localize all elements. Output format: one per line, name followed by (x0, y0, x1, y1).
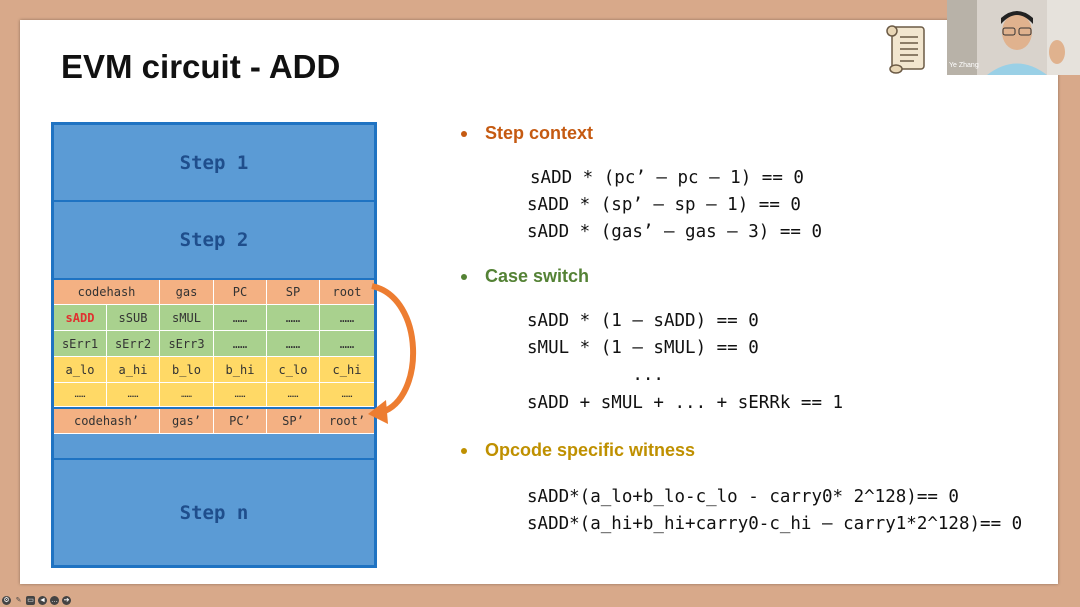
cell-ellipsis: …… (320, 331, 374, 357)
code-line: sADD*(a_hi+b_hi+carry0-c_hi – carry1*2^1… (527, 514, 1023, 534)
witness-row: …… …… …… …… …… …… (54, 383, 374, 407)
cell-gas: gas (160, 280, 214, 305)
step-2-label: Step 2 (179, 229, 249, 251)
section-heading: Opcode specific witness (485, 440, 696, 460)
cell-sadd: sADD (54, 305, 107, 331)
code-line: sMUL * (1 – sMUL) == 0 (527, 338, 759, 358)
code-line: ... (527, 365, 664, 385)
cell-sp-next: SP’ (267, 409, 320, 434)
cell-ellipsis: …… (214, 383, 267, 407)
cell-ellipsis: …… (160, 383, 214, 407)
slide-title: EVM circuit - ADD (61, 48, 341, 85)
step-n-label: Step n (179, 501, 249, 524)
bullet (461, 274, 467, 280)
cell-b-hi: b_hi (214, 357, 267, 383)
error-row: sErr1 sErr2 sErr3 …… …… …… (54, 331, 374, 357)
cell-ellipsis: …… (214, 305, 267, 331)
selector-row: sADD sSUB sMUL …… …… …… (54, 305, 374, 331)
cell-ellipsis: …… (214, 331, 267, 357)
speaker-name: Ye Zhang (949, 62, 979, 69)
step-n-block: Step n (54, 460, 374, 565)
state-row: codehash gas PC SP root (54, 280, 374, 305)
section-heading: Step context (485, 123, 594, 143)
cell-a-hi: a_hi (107, 357, 160, 383)
code-line: sADD * (pc’ – pc – 1) == 0 (530, 168, 804, 188)
cell-smul: sMUL (160, 305, 214, 331)
mute-icon[interactable]: ◄ (38, 596, 47, 605)
cell-ssub: sSUB (107, 305, 160, 331)
curved-arrow-icon (368, 283, 417, 424)
section-heading: Case switch (485, 266, 590, 286)
settings-icon[interactable]: ⚙ (2, 596, 11, 605)
cell-serr3: sErr3 (160, 331, 214, 357)
divider (54, 407, 374, 409)
cell-pc: PC (214, 280, 267, 305)
cell-ellipsis: …… (107, 383, 160, 407)
webcam-thumbnail[interactable]: Ye Zhang (947, 0, 1080, 75)
code-line: sADD + sMUL + ... + sERRk == 1 (527, 393, 844, 413)
next-state-row: codehash’ gas’ PC’ SP’ root’ (54, 409, 374, 434)
cell-ellipsis: …… (267, 331, 320, 357)
more-icon[interactable]: … (50, 596, 59, 605)
speaker-video (947, 0, 1080, 75)
code-line: sADD*(a_lo+b_lo-c_lo - carry0* 2^128)== … (527, 487, 959, 507)
next-icon[interactable]: ➔ (62, 596, 71, 605)
cell-codehash: codehash (54, 280, 160, 305)
divider (54, 278, 374, 280)
scroll-icon (886, 25, 925, 74)
pen-icon[interactable]: ✎ (15, 597, 22, 604)
player-toolbar: ⚙ ✎ ▭ ◄ … ➔ (2, 596, 71, 606)
bullet (461, 448, 467, 454)
step-1-block: Step 1 (54, 125, 374, 200)
divider (54, 458, 374, 460)
cell-ellipsis: …… (54, 383, 107, 407)
slide: EVM circuit - ADD Step 1 Step 2 codehash… (20, 20, 1058, 584)
captions-icon[interactable]: ▭ (26, 596, 35, 605)
cell-root-next: root’ (320, 409, 374, 434)
cell-serr1: sErr1 (54, 331, 107, 357)
bullet (461, 131, 467, 137)
cell-gas-next: gas’ (160, 409, 214, 434)
cell-c-lo: c_lo (267, 357, 320, 383)
cell-sp: SP (267, 280, 320, 305)
cell-ellipsis: …… (320, 383, 374, 407)
cell-a-lo: a_lo (54, 357, 107, 383)
step-2-block: Step 2 (54, 202, 374, 278)
cell-ellipsis: …… (267, 305, 320, 331)
code-line: sADD * (1 – sADD) == 0 (527, 311, 759, 331)
step-1-label: Step 1 (179, 151, 249, 174)
cell-root: root (320, 280, 374, 305)
code-line: sADD * (gas’ – gas – 3) == 0 (527, 222, 823, 242)
cell-codehash-next: codehash’ (54, 409, 160, 434)
cell-ellipsis: …… (267, 383, 320, 407)
cell-pc-next: PC’ (214, 409, 267, 434)
witness-row: a_lo a_hi b_lo b_hi c_lo c_hi (54, 357, 374, 383)
cell-b-lo: b_lo (160, 357, 214, 383)
evm-circuit-diagram: Step 1 Step 2 codehash gas PC SP root sA… (51, 122, 377, 568)
divider (54, 200, 374, 202)
cell-c-hi: c_hi (320, 357, 374, 383)
cell-ellipsis: …… (320, 305, 374, 331)
cell-serr2: sErr2 (107, 331, 160, 357)
code-line: sADD * (sp’ – sp – 1) == 0 (527, 195, 801, 215)
